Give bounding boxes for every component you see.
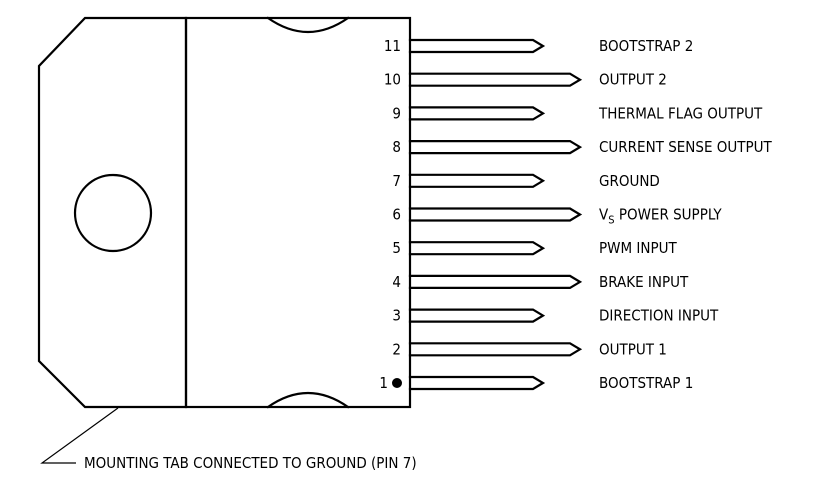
- mounting-hole: [73, 173, 153, 253]
- pin-label-2: OUTPUT 1: [599, 340, 667, 358]
- pin-lead-8: [408, 140, 583, 155]
- pin-label-9: THERMAL FLAG OUTPUT: [598, 104, 763, 122]
- mounting-tab-outline: [37, 16, 188, 409]
- pin-label-4: BRAKE INPUT: [599, 273, 689, 291]
- pin-lead-3: [408, 308, 546, 323]
- pin-label-11: BOOTSTRAP 2: [599, 37, 693, 55]
- pin1-indicator-dot: [392, 378, 402, 388]
- pin-label-6: VS POWER SUPPLY: [599, 206, 722, 227]
- mounting-tab-note: MOUNTING TAB CONNECTED TO GROUND (PIN 7): [84, 454, 417, 472]
- pin-lead-1: [408, 375, 546, 391]
- pin-label-1: BOOTSTRAP 1: [599, 374, 693, 392]
- pin-label-10: OUTPUT 2: [599, 71, 667, 89]
- pin-label-7: GROUND: [599, 172, 660, 190]
- pin-lead-2: [408, 342, 583, 357]
- pin-number-1: 1: [379, 374, 388, 392]
- package-bottom-notch: [266, 391, 350, 409]
- pin-lead-6: [408, 207, 583, 222]
- pin-number-7: 7: [392, 172, 401, 190]
- package-body: [184, 16, 412, 409]
- pin-lead-7: [408, 173, 546, 188]
- pins-group: 11 BOOTSTRAP 2 10 OUTPUT 2 9 THERMAL FLAG OUT…: [379, 37, 772, 392]
- pin-lead-4: [408, 274, 583, 289]
- pin-number-3: 3: [392, 307, 401, 325]
- pin-lead-10: [408, 72, 583, 87]
- pin-lead-5: [408, 241, 546, 256]
- pin-label-8: CURRENT SENSE OUTPUT: [599, 138, 773, 156]
- pin-lead-11: [408, 38, 546, 54]
- pin-number-5: 5: [392, 239, 401, 257]
- pin-number-8: 8: [392, 138, 401, 156]
- pin-number-4: 4: [392, 273, 401, 291]
- pin-label-3: DIRECTION INPUT: [599, 307, 719, 325]
- mounting-tab-leader: [40, 407, 119, 464]
- pin-lead-9: [408, 106, 546, 121]
- pin-number-2: 2: [392, 340, 401, 358]
- pin-number-6: 6: [392, 206, 401, 224]
- pin-label-5: PWM INPUT: [599, 239, 677, 257]
- pin-number-11: 11: [384, 37, 401, 55]
- pin-number-9: 9: [392, 104, 401, 122]
- package-top-notch: [266, 16, 350, 34]
- pin-number-10: 10: [384, 71, 401, 89]
